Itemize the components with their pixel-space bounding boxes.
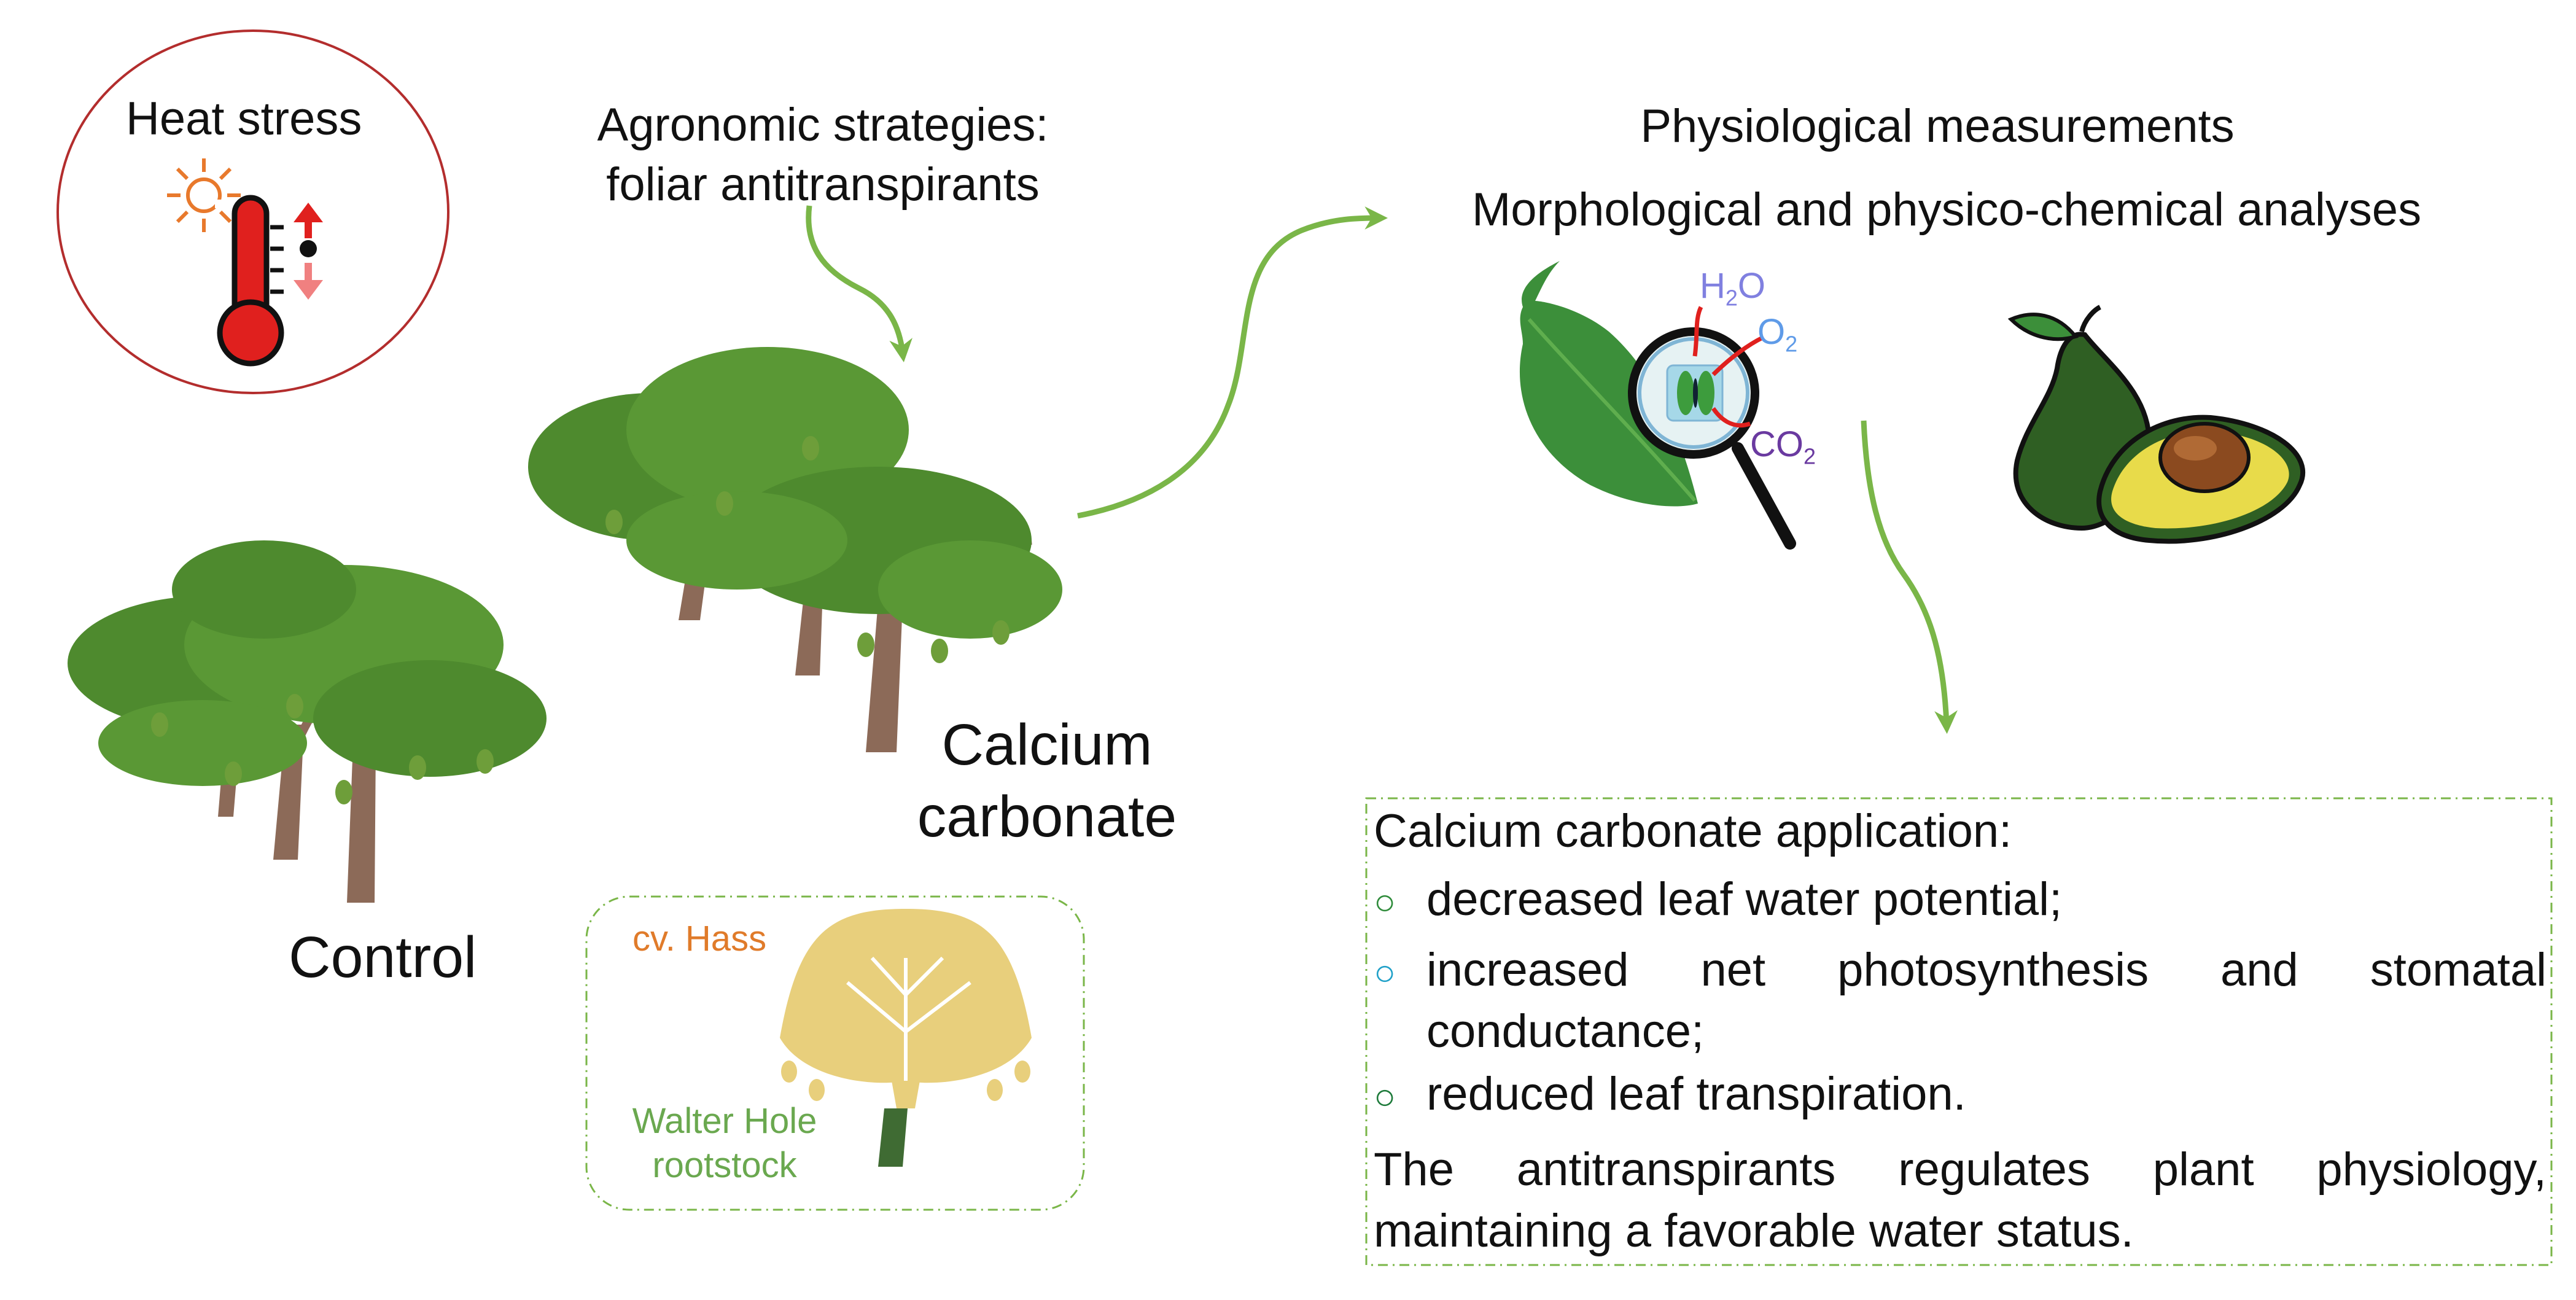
circle-bullet-icon: ○ [1374,881,1396,922]
rootstock-label: Walter Hole rootstock [590,1099,860,1188]
arrow-strategy-to-trees [806,205,912,363]
h2o-label: H2O [1700,266,1766,311]
circle-bullet-icon: ○ [1374,952,1396,993]
rootstock-line-2: rootstock [652,1145,797,1185]
summary-box [1365,797,2553,1266]
rootstock-line-1: Walter Hole [632,1101,817,1141]
thermometer-icon [215,195,284,367]
level-dot [300,240,317,257]
physiological-measurements-label: Physiological measurements [1640,100,2235,152]
up-arrow-icon [294,203,323,238]
treatment-line-1: Calcium [941,712,1153,777]
arrow-measurements-to-summary [1861,420,1958,734]
avocado-icon [2007,305,2306,544]
cultivar-tree-icon [780,909,1032,1167]
strategies-line-1: Agronomic strategies: [597,99,1049,151]
morphological-analyses-label: Morphological and physico-chemical analy… [1471,184,2422,236]
stomata-icon [1666,306,1764,428]
control-label: Control [289,925,477,990]
calcium-carbonate-label: Calcium carbonate [884,709,1210,853]
down-arrow-icon [294,263,323,300]
treatment-line-2: carbonate [917,784,1177,849]
sun-icon [167,158,241,232]
heat-stress-circle [56,29,449,394]
leaf-icon [1519,261,1698,507]
heat-stress-title: Heat stress [126,93,362,145]
summary-conclusion: The antitranspirants regulates plant phy… [1374,1143,2547,1257]
summary-item-text: increased net photosynthesis and stomata… [1426,944,2547,1057]
summary-heading: Calcium carbonate application: [1374,805,2012,857]
summary-item-text: decreased leaf water potential; [1426,873,2063,925]
summary-item-text: reduced leaf transpiration. [1426,1068,1966,1120]
circle-bullet-icon: ○ [1374,1076,1396,1117]
cultivar-scion-label: cv. Hass [632,919,767,959]
calcium-carbonate-tree-group [528,347,1062,752]
o2-label: O2 [1757,312,1798,357]
strategies-line-2: foliar antitranspirants [606,158,1040,211]
co2-label: CO2 [1750,424,1816,469]
arrow-trees-to-measurements [1077,206,1388,519]
agronomic-strategies-label: Agronomic strategies: foliar antitranspi… [559,95,1087,214]
control-tree-group [68,540,547,903]
rootstock-trunk [878,1108,908,1167]
